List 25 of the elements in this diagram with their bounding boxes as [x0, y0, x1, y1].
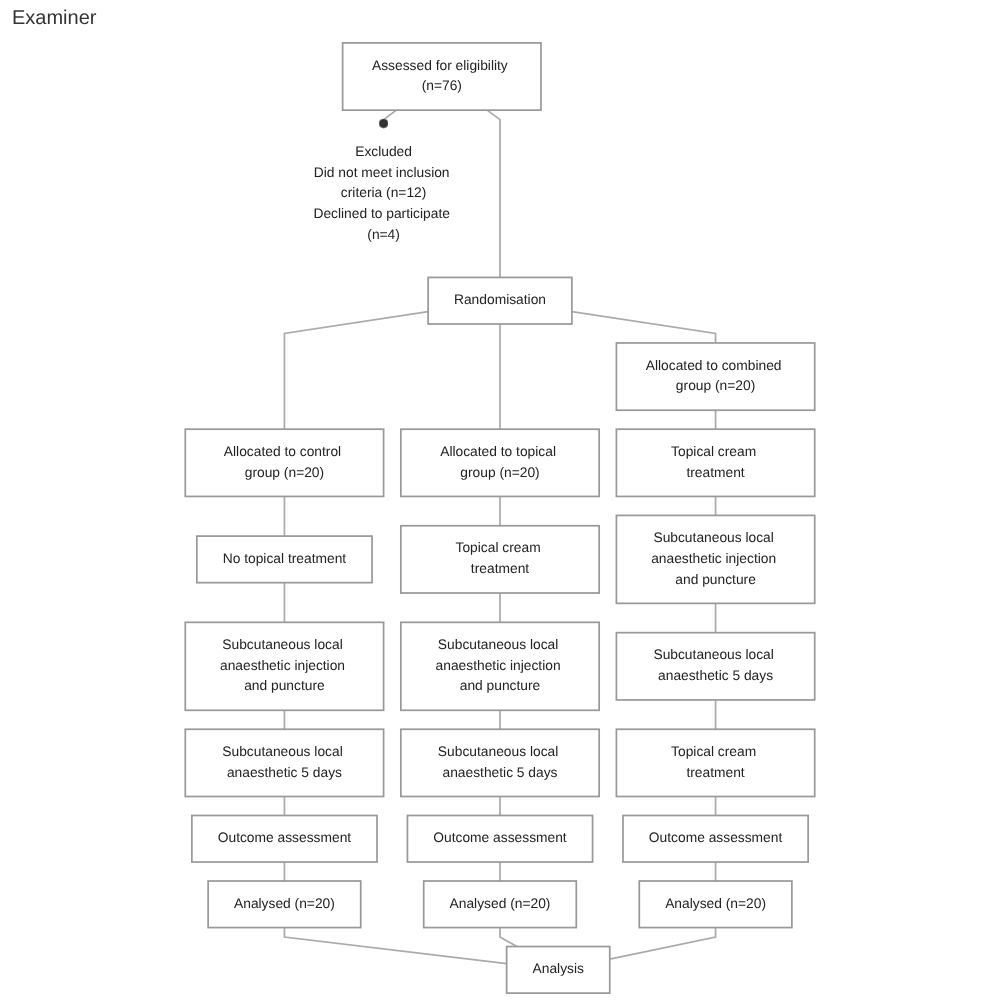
connector	[486, 109, 501, 279]
connector	[283, 581, 286, 624]
connector	[283, 861, 286, 882]
connector	[499, 861, 501, 882]
connector	[714, 699, 717, 731]
connector	[571, 310, 717, 344]
connector	[714, 409, 717, 431]
connector	[714, 861, 717, 882]
connector	[499, 795, 501, 817]
connector	[608, 926, 717, 960]
connector	[283, 709, 286, 731]
connector	[499, 709, 501, 731]
connector	[283, 926, 508, 965]
note-text: Examiner	[12, 8, 97, 30]
connector	[378, 109, 398, 130]
connector	[283, 310, 429, 431]
connector	[714, 495, 717, 517]
connector	[714, 602, 717, 634]
connector	[714, 795, 717, 817]
connector	[499, 592, 501, 624]
connector	[499, 323, 501, 431]
connector	[499, 495, 501, 527]
connector	[283, 495, 286, 537]
connector	[499, 926, 518, 948]
connector	[283, 795, 286, 817]
